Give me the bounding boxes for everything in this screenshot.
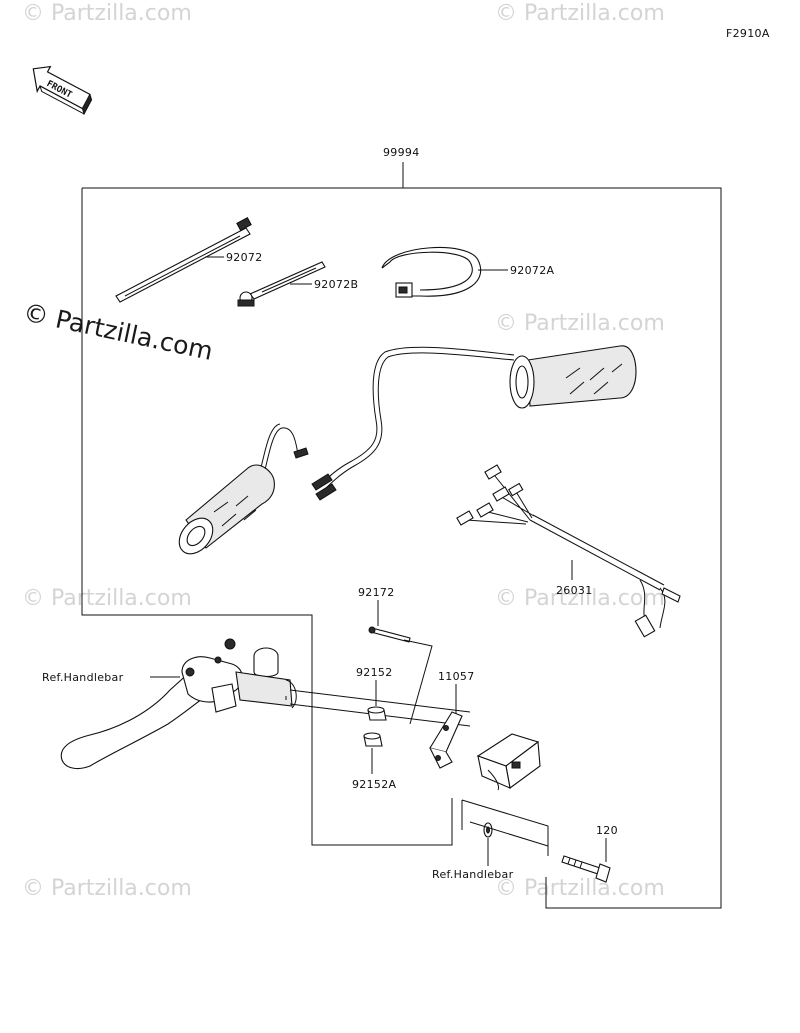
heater-switch bbox=[476, 733, 541, 791]
callout-bracket: 11057 bbox=[438, 670, 475, 683]
screw bbox=[368, 626, 411, 643]
washer bbox=[483, 822, 493, 838]
watermark: © Partzilla.com bbox=[495, 311, 665, 336]
watermark: © Partzilla.com bbox=[22, 586, 192, 611]
watermark-main: © Partzilla.com bbox=[21, 298, 216, 366]
handlebar-axis bbox=[469, 821, 549, 847]
watermark: © Partzilla.com bbox=[22, 1, 192, 26]
callout-spacer-a: 92152A bbox=[352, 778, 396, 791]
wire-harness bbox=[456, 464, 681, 638]
callout-spacer: 92152 bbox=[356, 666, 393, 679]
right-grip bbox=[311, 345, 637, 501]
watermark: © Partzilla.com bbox=[495, 876, 665, 901]
left-grip bbox=[178, 423, 309, 555]
callout-harness: 26031 bbox=[556, 584, 593, 597]
watermark: © Partzilla.com bbox=[22, 876, 192, 901]
spacer-a bbox=[363, 732, 383, 747]
bolt bbox=[561, 855, 611, 883]
callout-tie-long: 92072 bbox=[226, 251, 263, 264]
cable-tie-long bbox=[115, 216, 252, 303]
watermark: © Partzilla.com bbox=[495, 586, 665, 611]
figure-code: F2910A bbox=[726, 27, 770, 40]
bracket bbox=[429, 711, 463, 769]
callout-tie-wide: 92072A bbox=[510, 264, 554, 277]
callout-screw: 92172 bbox=[358, 586, 395, 599]
callout-kit: 99994 bbox=[383, 146, 420, 159]
cable-tie-wide bbox=[381, 246, 482, 298]
watermark-layer: © Partzilla.com © Partzilla.com © Partzi… bbox=[21, 1, 665, 901]
front-arrow-icon: FRONT bbox=[32, 65, 93, 116]
callout-tie-short: 92072B bbox=[314, 278, 358, 291]
spacer bbox=[367, 706, 387, 721]
mounting-ref-lines bbox=[461, 799, 549, 856]
clutch-lever bbox=[60, 638, 297, 770]
kit-outline bbox=[81, 162, 722, 909]
cable-tie-short bbox=[237, 261, 326, 307]
watermark: © Partzilla.com bbox=[495, 1, 665, 26]
callout-bolt: 120 bbox=[596, 824, 618, 837]
leader-92172 bbox=[377, 600, 433, 725]
callout-ref-handlebar-left: Ref.Handlebar bbox=[42, 671, 124, 684]
callout-ref-handlebar-bottom: Ref.Handlebar bbox=[432, 868, 514, 881]
